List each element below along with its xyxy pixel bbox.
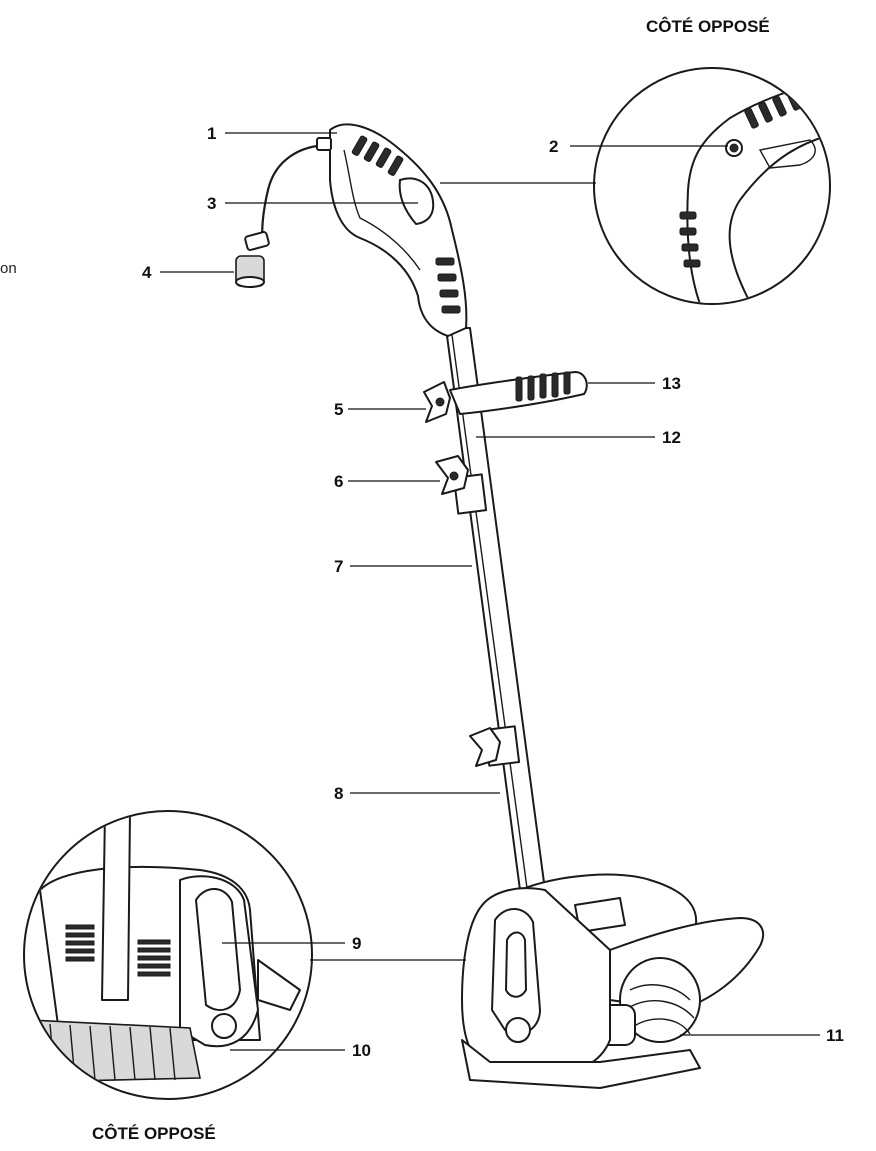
callout-8: 8 xyxy=(334,784,343,803)
callout-numbers: 1 2 3 4 5 6 7 8 9 10 11 12 13 xyxy=(142,124,844,1060)
callout-2: 2 xyxy=(549,137,558,156)
caption-opposite-side-top: CÔTÉ OPPOSÉ xyxy=(646,17,770,36)
callout-11: 11 xyxy=(826,1026,844,1045)
callout-13: 13 xyxy=(662,374,681,393)
secondary-handle xyxy=(423,371,588,767)
caption-opposite-side-bottom: CÔTÉ OPPOSÉ xyxy=(92,1124,216,1143)
callout-9: 9 xyxy=(352,934,361,953)
edge-text-fragment: on xyxy=(0,260,17,277)
motor-housing xyxy=(461,873,765,1089)
top-handle xyxy=(235,123,468,337)
callout-12: 12 xyxy=(662,428,681,447)
callout-7: 7 xyxy=(334,557,343,576)
callout-3: 3 xyxy=(207,194,216,213)
callout-5: 5 xyxy=(334,400,343,419)
callout-10: 10 xyxy=(352,1041,371,1060)
callout-4: 4 xyxy=(142,263,152,282)
callout-1: 1 xyxy=(207,124,216,143)
detail-circle-top xyxy=(593,67,831,305)
leader-lines xyxy=(160,132,820,1051)
callout-6: 6 xyxy=(334,472,343,491)
detail-circle-bottom xyxy=(23,810,313,1100)
